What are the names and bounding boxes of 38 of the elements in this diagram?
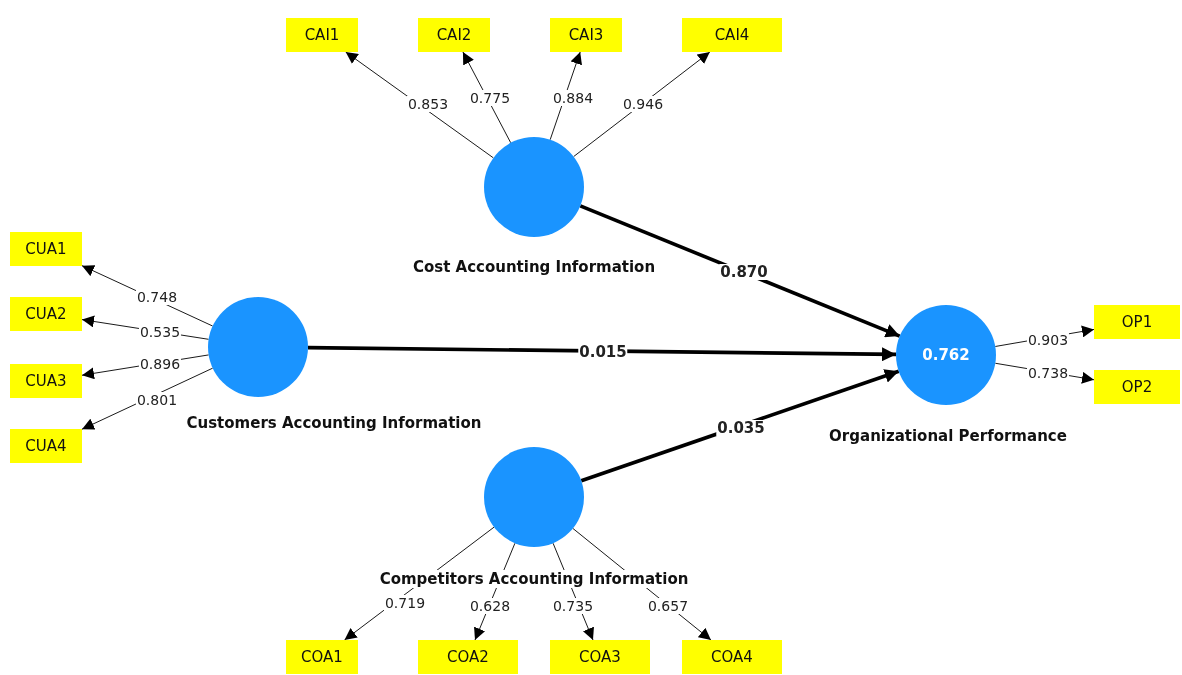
edge-label: 0.035 — [716, 420, 766, 436]
edge-label: 0.015 — [578, 344, 628, 360]
indicator-box: CAI2 — [418, 18, 490, 52]
construct-label: Organizational Performance — [827, 427, 1069, 445]
edge-label: 0.657 — [646, 598, 690, 614]
indicator-box: CUA2 — [10, 297, 82, 331]
arrow — [580, 369, 900, 483]
construct-label: Competitors Accounting Information — [377, 570, 691, 588]
edge-label: 0.738 — [1026, 365, 1070, 381]
edge-label: 0.535 — [138, 324, 182, 340]
arrow — [579, 204, 901, 338]
indicator-box: COA1 — [286, 640, 358, 674]
edge-label: 0.775 — [468, 90, 512, 106]
indicator-box: CAI4 — [682, 18, 782, 52]
construct-label: Customers Accounting Information — [184, 414, 484, 432]
indicator-box: CAI1 — [286, 18, 358, 52]
edge-label: 0.870 — [719, 264, 769, 280]
edge-label: 0.884 — [551, 90, 595, 106]
indicator-box: CUA4 — [10, 429, 82, 463]
indicator-box: CUA1 — [10, 232, 82, 266]
edge-label: 0.801 — [135, 392, 179, 408]
edge-label: 0.946 — [621, 96, 665, 112]
edge-label: 0.719 — [383, 595, 427, 611]
edge-label: 0.735 — [551, 598, 595, 614]
edge-label: 0.748 — [135, 289, 179, 305]
indicator-box: COA2 — [418, 640, 518, 674]
edge-label: 0.628 — [468, 598, 512, 614]
arrow — [307, 345, 897, 362]
edge-label: 0.896 — [138, 356, 182, 372]
edge-label: 0.853 — [406, 96, 450, 112]
indicator-box: CAI3 — [550, 18, 622, 52]
edge-label: 0.903 — [1026, 332, 1070, 348]
r-squared-value: 0.762 — [922, 346, 970, 364]
indicator-box: COA4 — [682, 640, 782, 674]
indicator-box: OP2 — [1094, 370, 1180, 404]
indicator-box: COA3 — [550, 640, 650, 674]
indicator-box: OP1 — [1094, 305, 1180, 339]
indicator-box: CUA3 — [10, 364, 82, 398]
